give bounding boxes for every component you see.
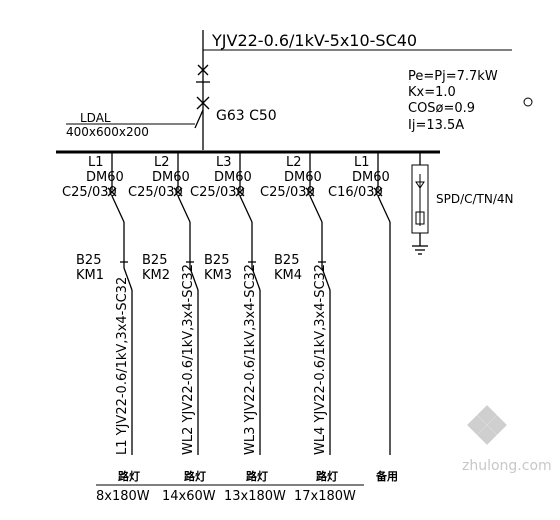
branch-load-label: 路灯 [118,469,140,483]
branch-breaker-rating: C16/030 [328,185,383,200]
branch-breaker-rating: C25/030 [190,185,245,200]
breaker-label: G63 C50 [216,108,277,124]
branch-breaker-contact [309,195,323,223]
branch-breaker-contact [177,195,191,223]
branch-contactor-contact [251,267,261,291]
branch-breaker-type: DM60 [284,170,322,185]
branch-breaker-contact [377,195,391,223]
branch-breaker-rating: C25/030 [62,185,117,200]
branch-load-label: 路灯 [246,469,268,483]
branch-load-label: 备用 [375,469,398,483]
branch-contactor-contact [321,267,331,291]
branch-km-label: KM1 [76,268,104,283]
branch-power-label: 17x180W [294,489,356,504]
branch-cable-label: L1 YJV22-0.6/1kV,3x4-SC32 [115,277,130,455]
branch-load-label: 路灯 [184,469,206,483]
branch-contactor-label: B25 [204,253,229,268]
load-parameters: Pe=Pj=7.7kW Kx=1.0 COSø=0.9 Ij=13.5A [408,69,533,133]
branch-contactor-label: B25 [274,253,299,268]
branch-contactor-label: B25 [142,253,167,268]
cos-label: COSø=0.9 [408,101,475,116]
spd-device: SPD/C/TN/4N [411,152,514,255]
watermark-text: zhulong.com [462,458,552,474]
branch-cable-label: WL2 YJV22-0.6/1kV,3x4-SC32 [181,264,196,455]
panel-label: LDAL 400x600x200 [66,111,195,139]
branch-breaker-type: DM60 [214,170,252,185]
branch-contactor-contact [189,267,199,291]
branch-phase-label: L3 [216,155,232,170]
branch-phase-label: L1 [354,155,370,170]
branch-power-label: 8x180W [96,489,150,504]
branch-km-label: KM3 [204,268,232,283]
breaker-contact [194,109,204,129]
pe-label: Pe=Pj=7.7kW [408,69,498,84]
branch-breaker-contact [239,195,253,223]
branch-km-label: KM2 [142,268,170,283]
incoming-cable-label: YJV22-0.6/1kV-5x10-SC40 [211,31,417,50]
branch-phase-label: L2 [286,155,302,170]
branch-breaker-rating: C25/030 [128,185,183,200]
branch-km-label: KM4 [274,268,302,283]
branch-power-label: 14x60W [162,489,216,504]
watermark-logo: zhulong.com [462,405,552,474]
branch-power-label: 13x180W [224,489,286,504]
branch-phase-label: L1 [88,155,104,170]
branch-breaker-type: DM60 [152,170,190,185]
ij-label: Ij=13.5A [408,118,464,133]
branch-contactor-contact [123,267,133,291]
branch-breaker-type: DM60 [352,170,390,185]
panel-size: 400x600x200 [66,125,149,139]
terminal-circle [523,97,533,107]
branch-breaker-rating: C25/030 [260,185,315,200]
branch-contactor-label: B25 [76,253,101,268]
branch-breaker-type: DM60 [86,170,124,185]
branch-breaker-contact [111,195,125,223]
branch-cable-label: WL4 YJV22-0.6/1kV,3x4-SC32 [313,264,328,455]
branch-phase-label: L2 [154,155,170,170]
branch-cable-label: WL3 YJV22-0.6/1kV,3x4-SC32 [243,264,258,455]
spd-label: SPD/C/TN/4N [436,192,514,206]
panel-name: LDAL [80,111,111,125]
incoming-feeder: YJV22-0.6/1kV-5x10-SC40 G63 C50 [194,30,512,150]
branch-load-label: 路灯 [316,469,338,483]
kx-label: Kx=1.0 [408,85,456,100]
